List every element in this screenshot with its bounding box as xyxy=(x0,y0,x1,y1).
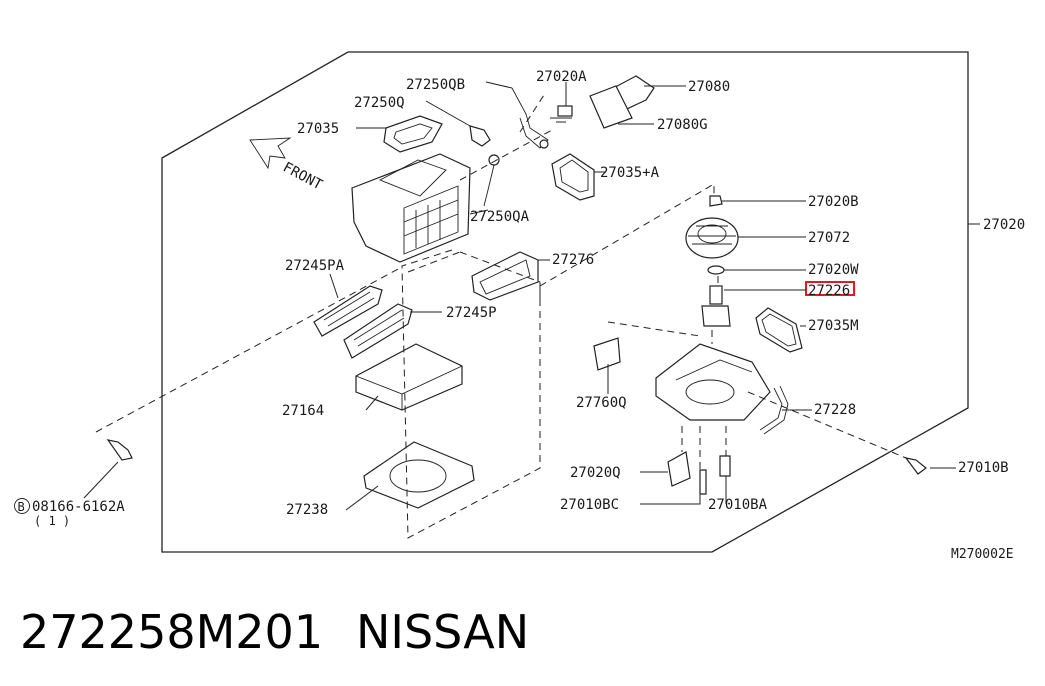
bolt-quantity: ( 1 ) xyxy=(34,514,70,528)
callout-27250qb: 27250QB xyxy=(406,77,465,93)
callout-27010ba: 27010BA xyxy=(708,497,768,513)
bolt-part-number: 08166-6162A xyxy=(32,499,125,515)
cover-27238 xyxy=(363,441,475,509)
callout-27035m: 27035M xyxy=(808,318,859,334)
screw-27010b xyxy=(904,457,927,475)
callout-27080g: 27080G xyxy=(657,117,708,133)
callout-27228: 27228 xyxy=(814,402,856,418)
link-27250qa xyxy=(483,154,500,207)
callout-27010bc: 27010BC xyxy=(560,497,619,513)
screw-27020a xyxy=(550,105,573,123)
callout-27010b: 27010B xyxy=(958,460,1009,476)
grille-27245pa xyxy=(313,285,383,337)
actuator-bracket-27250qb xyxy=(511,87,549,149)
duct-27276 xyxy=(471,251,539,301)
callout-27035: 27035 xyxy=(297,121,339,137)
clip-27020q xyxy=(667,451,691,487)
callout-labels: 27250QB 27020A 27080 27250Q 27035 27080G… xyxy=(282,69,1025,518)
highlight-box xyxy=(805,281,855,296)
diagram-frame xyxy=(161,51,969,553)
bolt-08166-6162a xyxy=(106,439,133,461)
callout-27020a: 27020A xyxy=(536,69,587,85)
blower-case xyxy=(655,343,771,421)
resistor-27760q xyxy=(593,337,621,371)
caption-brand: NISSAN xyxy=(356,605,529,659)
screw-27010bc xyxy=(699,469,707,495)
intake-housing xyxy=(351,153,471,263)
callout-27250q: 27250Q xyxy=(354,95,405,111)
screw-27010ba xyxy=(719,455,731,477)
callout-27238: 27238 xyxy=(286,502,328,518)
callout-27020w: 27020W xyxy=(808,262,859,278)
bolt-callout: B 08166-6162A ( 1 ) xyxy=(14,498,125,528)
gasket-27035a xyxy=(551,153,595,201)
callout-27276: 27276 xyxy=(552,252,594,268)
callout-27245p: 27245P xyxy=(446,305,497,321)
callout-27035a: 27035+A xyxy=(600,165,660,181)
circled-b-icon xyxy=(14,498,30,514)
hose-27228 xyxy=(759,385,789,435)
motor-27226 xyxy=(701,285,731,327)
bolt-symbol: B xyxy=(18,500,25,514)
washer-27020w xyxy=(707,265,725,275)
callout-27245pa: 27245PA xyxy=(285,258,345,274)
assembly-lines xyxy=(95,91,907,539)
callout-27020: 27020 xyxy=(983,217,1025,233)
intake-gasket-27035 xyxy=(383,115,443,153)
callout-27760q: 27760Q xyxy=(576,395,627,411)
nut-27020b xyxy=(709,195,723,207)
front-arrow-icon xyxy=(249,137,292,170)
callout-27020q: 27020Q xyxy=(570,465,621,481)
gasket-27035m xyxy=(755,307,803,353)
leader-lines xyxy=(83,81,980,511)
fan-27072 xyxy=(685,217,739,259)
figure-code: M270002E xyxy=(951,547,1014,562)
grille-27245p xyxy=(343,303,413,359)
filter-27164 xyxy=(355,343,463,411)
callout-27226: 27226 xyxy=(808,283,850,299)
callout-27072: 27072 xyxy=(808,230,850,246)
front-label: FRONT xyxy=(280,159,325,193)
caption-part-number: 272258M201 xyxy=(20,605,323,659)
callout-27164: 27164 xyxy=(282,403,324,419)
callout-27250qa: 27250QA xyxy=(470,209,530,225)
callout-27080: 27080 xyxy=(688,79,730,95)
callout-27020b: 27020B xyxy=(808,194,859,210)
link-27250q xyxy=(469,125,491,147)
actuator-27080 xyxy=(589,75,655,129)
